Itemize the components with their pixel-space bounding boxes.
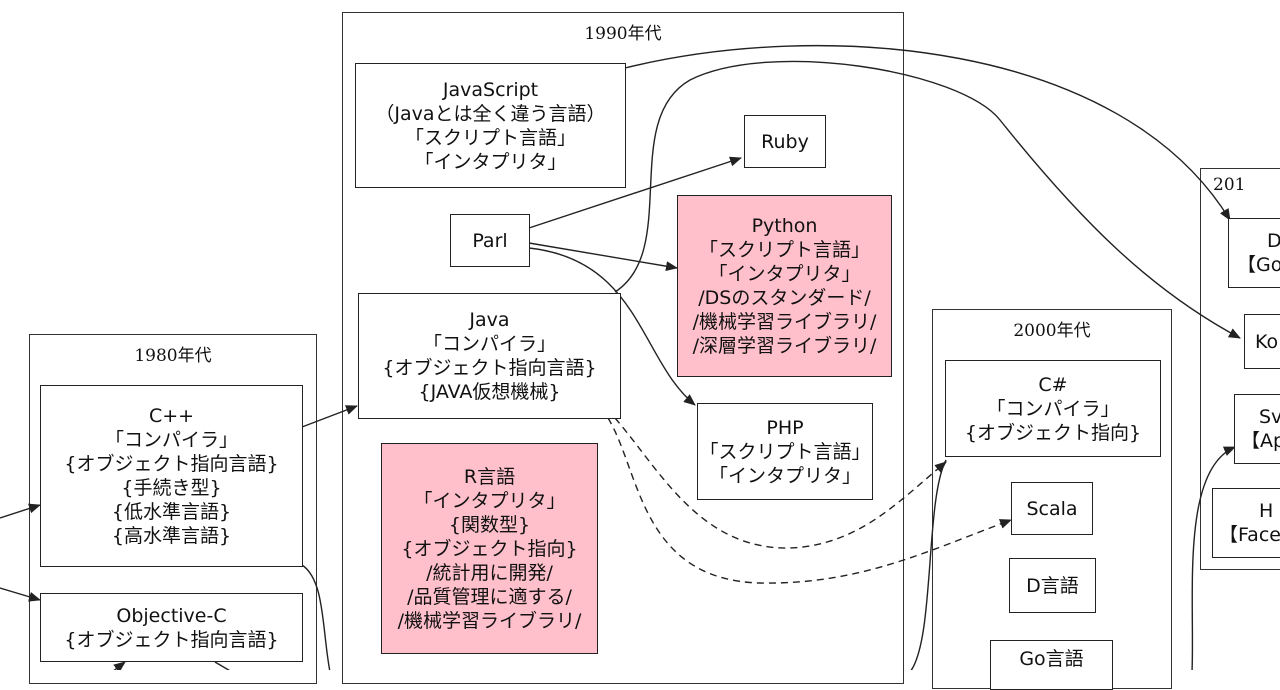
node-ruby: Ruby [744,115,826,168]
node-cpp-line: {高水準言語} [111,525,232,547]
node-python-line: /DSのスタンダード/ [698,287,871,309]
node-2010-b: Ko [1244,314,1280,369]
node-2010-a-line: D [1237,229,1280,253]
node-javascript-line: JavaScript [442,78,539,101]
node-python-line: Python [751,215,818,237]
node-go-language-line: Go言語 [1019,648,1084,670]
node-r-line: /機械学習ライブラリ/ [397,609,582,632]
node-d-language-line: D言語 [1026,574,1079,597]
node-parl-line: Parl [472,229,508,252]
node-java-line: 「コンパイラ」 [422,333,556,355]
node-python: Python 「スクリプト言語」 「インタプリタ」 /DSのスタンダード/ /機… [677,195,892,377]
cluster-2010s-title: 201 [1213,175,1246,195]
node-cpp-line: {低水準言語} [111,501,232,523]
node-objective-c: Objective-C {オブジェクト指向言語} [40,593,303,662]
cluster-1990s-title: 1990年代 [584,24,662,44]
cluster-2000s-title: 2000年代 [1013,321,1091,341]
node-php-line: 「インタプリタ」 [708,464,861,487]
node-2010-c-line: Sv [1259,406,1280,428]
node-2010-a: D 【Go [1228,218,1280,288]
node-2010-d-line: H [1259,500,1274,522]
node-javascript: JavaScript （Javaとは全く違う言語） 「スクリプト言語」 「インタ… [355,63,626,188]
node-r-line: {関数型} [448,513,531,536]
node-cpp-line: C++ [148,405,195,427]
node-cpp-line: {手続き型} [121,477,222,499]
node-java: Java 「コンパイラ」 {オブジェクト指向言語} {JAVA仮想機械} [358,293,621,419]
node-parl: Parl [450,214,530,267]
node-cpp-line: {オブジェクト指向言語} [64,453,279,475]
language-history-diagram: 1980年代 1990年代 2000年代 201 [0,12,1280,690]
node-csharp-line: C# [1038,373,1068,396]
node-objective-c-line: Objective-C [116,604,227,627]
node-csharp-line: {オブジェクト指向} [964,421,1142,444]
node-cpp-line: 「コンパイラ」 [104,429,238,451]
cluster-1980s-title: 1980年代 [134,346,212,366]
node-ruby-line: Ruby [761,130,809,153]
node-python-line: /機械学習ライブラリ/ [692,311,877,333]
node-objective-c-line: {オブジェクト指向言語} [64,628,279,651]
node-d-language: D言語 [1009,558,1096,613]
node-python-line: 「スクリプト言語」 [698,239,870,261]
node-r-line: /統計用に開発/ [426,561,553,584]
node-javascript-line: 「スクリプト言語」 [404,126,576,149]
node-php-line: PHP [766,416,804,439]
node-java-line: {オブジェクト指向言語} [382,357,597,379]
node-scala-line: Scala [1026,497,1078,520]
node-scala: Scala [1011,482,1093,535]
node-2010-d: H 【Face [1212,488,1280,558]
node-r-line: /品質管理に適する/ [407,585,572,608]
node-php: PHP 「スクリプト言語」 「インタプリタ」 [697,403,873,500]
node-javascript-line: （Javaとは全く違う言語） [375,102,606,125]
node-r-line: R言語 [463,465,516,488]
node-python-line: 「インタプリタ」 [708,263,861,285]
node-r-line: 「インタプリタ」 [413,489,566,512]
node-java-line: {JAVA仮想機械} [418,381,561,403]
node-java-line: Java [469,309,510,331]
node-2010-c: Sv 【Ap [1234,394,1280,464]
node-r-line: {オブジェクト指向} [401,537,578,560]
node-javascript-line: 「インタプリタ」 [414,150,567,173]
node-go-language: Go言語 [990,640,1113,690]
node-2010-a-line: 【Go [1237,254,1280,276]
node-csharp: C# 「コンパイラ」 {オブジェクト指向} [945,360,1161,457]
node-csharp-line: 「コンパイラ」 [986,397,1120,420]
node-2010-b-line: Ko [1255,330,1279,353]
node-2010-d-line: 【Face [1219,524,1280,546]
node-r: R言語 「インタプリタ」 {関数型} {オブジェクト指向} /統計用に開発/ /… [381,443,598,654]
node-cpp: C++ 「コンパイラ」 {オブジェクト指向言語} {手続き型} {低水準言語} … [40,385,303,567]
node-php-line: 「スクリプト言語」 [699,440,871,463]
node-2010-c-line: 【Ap [1241,430,1280,452]
node-python-line: /深層学習ライブラリ/ [692,335,877,357]
